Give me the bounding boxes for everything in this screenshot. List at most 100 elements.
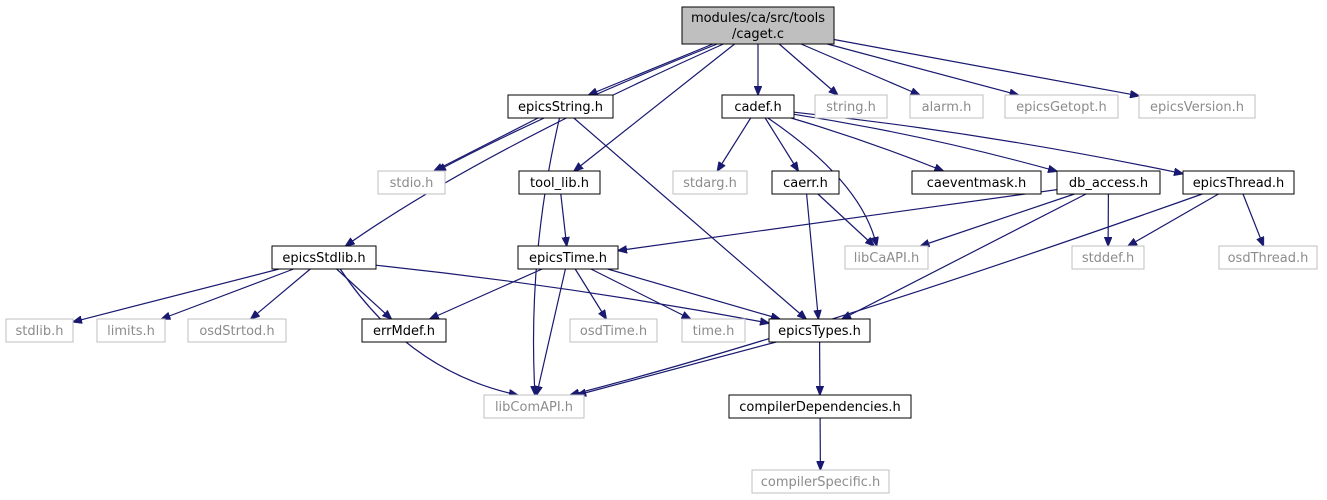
node-epicsVersion[interactable]: epicsVersion.h — [1138, 94, 1256, 119]
node-box-epicsVersion — [1138, 94, 1256, 119]
node-label-tool_lib: tool_lib.h — [530, 176, 589, 191]
edge-cadef-to-caeventmask — [790, 117, 943, 171]
node-box-caget — [681, 6, 835, 45]
edge-epicsStdlib-to-osdStrtod — [251, 268, 311, 319]
edge-db_access-to-epicsTime — [618, 189, 1058, 251]
node-box-tool_lib — [518, 170, 601, 195]
edge-caget-to-epicsGetopt — [827, 43, 1018, 95]
node-osdThread[interactable]: osdThread.h — [1218, 245, 1318, 270]
node-box-epicsTypes — [768, 318, 871, 343]
node-label-osdThread: osdThread.h — [1228, 251, 1309, 266]
node-stdlib[interactable]: stdlib.h — [5, 318, 74, 343]
edge-caerr-to-libCaAPI — [817, 193, 874, 246]
node-box-epicsTime — [517, 245, 619, 270]
node-box-cadef — [721, 94, 795, 119]
node-box-osdThread — [1218, 245, 1318, 270]
node-box-string — [814, 94, 888, 119]
node-stdio[interactable]: stdio.h — [377, 170, 446, 195]
node-epicsTypes[interactable]: epicsTypes.h — [768, 318, 871, 343]
node-box-compilerSpecific — [751, 469, 890, 494]
edge-caget-to-epicsStdlib — [346, 43, 724, 246]
node-box-limits — [96, 318, 166, 343]
node-stddef[interactable]: stddef.h — [1071, 245, 1145, 270]
edge-epicsString-to-epicsTypes — [573, 117, 806, 319]
edge-epicsStdlib-to-epicsTypes — [375, 264, 769, 323]
node-box-compilerDependencies — [728, 394, 912, 419]
node-label-stddef: stddef.h — [1082, 251, 1134, 266]
node-epicsTime[interactable]: epicsTime.h — [517, 245, 619, 270]
edge-caget-to-string — [778, 43, 838, 95]
node-label-stdarg: stdarg.h — [683, 176, 737, 191]
node-box-db_access — [1056, 170, 1161, 195]
node-box-alarm — [909, 94, 984, 119]
node-box-errMdef — [361, 318, 447, 343]
node-epicsGetopt[interactable]: epicsGetopt.h — [1004, 94, 1119, 119]
edge-epicsStdlib-to-limits — [161, 268, 294, 319]
edge-epicsTypes-to-libComAPI — [577, 341, 777, 395]
node-caeventmask[interactable]: caeventmask.h — [911, 170, 1042, 195]
node-compilerDependencies[interactable]: compilerDependencies.h — [728, 394, 912, 419]
node-tool_lib[interactable]: tool_lib.h — [518, 170, 601, 195]
node-db_access[interactable]: db_access.h — [1056, 170, 1161, 195]
nodes-layer: modules/ca/src/tools/caget.c epicsString.… — [5, 6, 1318, 494]
node-label-epicsVersion: epicsVersion.h — [1150, 100, 1244, 115]
node-label-caeventmask: caeventmask.h — [927, 176, 1026, 191]
node-epicsStdlib[interactable]: epicsStdlib.h — [271, 245, 377, 270]
edge-db_access-to-epicsTypes — [842, 193, 1087, 319]
edges-layer — [73, 38, 1264, 471]
node-box-time — [681, 318, 746, 343]
node-libComAPI[interactable]: libComAPI.h — [483, 394, 585, 419]
node-osdTime[interactable]: osdTime.h — [569, 318, 658, 343]
node-epicsString[interactable]: epicsString.h — [507, 94, 614, 119]
edge-caget-to-epicsVersion — [833, 38, 1139, 96]
node-label-alarm: alarm.h — [922, 100, 972, 115]
node-alarm[interactable]: alarm.h — [909, 94, 984, 119]
node-caget[interactable]: modules/ca/src/tools/caget.c — [681, 6, 835, 45]
node-label-libCaAPI: libCaAPI.h — [854, 251, 919, 266]
node-box-stdlib — [5, 318, 74, 343]
node-label-epicsGetopt: epicsGetopt.h — [1016, 100, 1107, 115]
edge-cadef-to-epicsThread — [793, 111, 1183, 174]
node-box-libCaAPI — [844, 245, 929, 270]
node-box-epicsString — [507, 94, 614, 119]
node-compilerSpecific[interactable]: compilerSpecific.h — [751, 469, 890, 494]
node-label-osdStrtod: osdStrtod.h — [199, 324, 274, 339]
node-box-libComAPI — [483, 394, 585, 419]
node-epicsThread[interactable]: epicsThread.h — [1182, 170, 1295, 195]
node-box-stddef — [1071, 245, 1145, 270]
node-errMdef[interactable]: errMdef.h — [361, 318, 447, 343]
edge-caget-to-epicsString — [589, 43, 714, 95]
node-label-epicsStdlib: epicsStdlib.h — [282, 251, 365, 266]
edge-epicsThread-to-libComAPI — [570, 193, 1203, 395]
node-osdStrtod[interactable]: osdStrtod.h — [187, 318, 287, 343]
node-box-epicsGetopt — [1004, 94, 1119, 119]
edge-epicsTime-to-time — [590, 268, 691, 319]
edge-epicsTime-to-osdTime — [574, 268, 606, 319]
edge-cadef-to-libCaAPI — [767, 117, 877, 246]
node-label-time: time.h — [693, 324, 735, 339]
node-box-epicsThread — [1182, 170, 1295, 195]
node-label-cadef: cadef.h — [734, 100, 781, 115]
node-label-epicsThread: epicsThread.h — [1193, 176, 1285, 191]
node-box-caeventmask — [911, 170, 1042, 195]
edge-cadef-to-db_access — [793, 113, 1057, 171]
node-box-osdStrtod — [187, 318, 287, 343]
node-label-errMdef: errMdef.h — [373, 324, 435, 339]
node-box-stdarg — [672, 170, 748, 195]
edge-epicsTime-to-errMdef — [430, 268, 543, 319]
node-box-osdTime — [569, 318, 658, 343]
node-cadef[interactable]: cadef.h — [721, 94, 795, 119]
node-time[interactable]: time.h — [681, 318, 746, 343]
node-label-libComAPI: libComAPI.h — [495, 400, 573, 415]
node-limits[interactable]: limits.h — [96, 318, 166, 343]
node-label-caget-line2: /caget.c — [732, 27, 784, 42]
node-box-caerr — [771, 170, 840, 195]
node-caerr[interactable]: caerr.h — [771, 170, 840, 195]
node-string[interactable]: string.h — [814, 94, 888, 119]
node-label-compilerSpecific: compilerSpecific.h — [761, 475, 881, 490]
node-libCaAPI[interactable]: libCaAPI.h — [844, 245, 929, 270]
node-stdarg[interactable]: stdarg.h — [672, 170, 748, 195]
node-label-string: string.h — [826, 100, 876, 115]
node-label-stdio: stdio.h — [390, 176, 434, 191]
node-label-caerr: caerr.h — [783, 176, 828, 191]
